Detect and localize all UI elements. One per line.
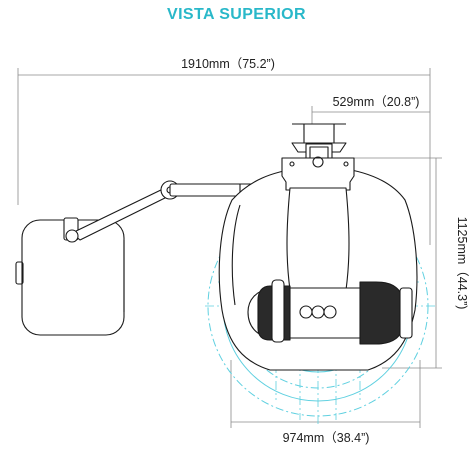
robot-outline	[15, 123, 418, 371]
diagram-title: VISTA SUPERIOR	[167, 6, 306, 23]
bottom-width-label: 974mm（38.4”)	[283, 431, 370, 445]
overall-width-label: 1910mm（75.2”)	[181, 57, 275, 71]
depth-label: 1125mm（44.3”)	[455, 217, 469, 310]
top-mount-width-label: 529mm（20.8”)	[333, 95, 420, 109]
upper-body	[281, 156, 355, 291]
side-pads	[257, 279, 413, 345]
dimension-lines	[17, 68, 442, 428]
